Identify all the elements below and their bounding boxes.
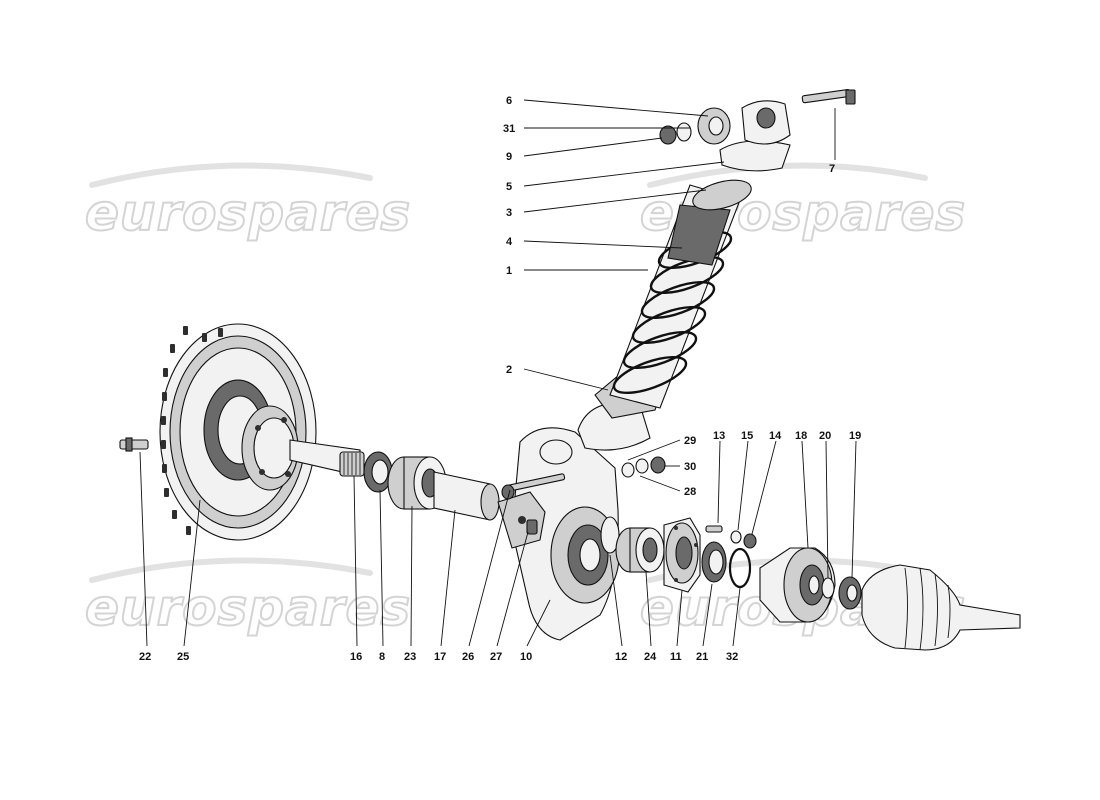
callout-32: 32 [726, 651, 738, 663]
callout-18: 18 [795, 430, 807, 442]
hub-nut-19 [838, 576, 862, 610]
callout-23: 23 [404, 651, 416, 663]
callout-3: 3 [506, 207, 512, 219]
washer-20 [821, 577, 835, 599]
callout-11: 11 [670, 651, 682, 663]
callout-29: 29 [684, 435, 696, 447]
callout-5: 5 [506, 181, 512, 193]
seal [363, 451, 393, 493]
callout-21: 21 [696, 651, 708, 663]
callout-30: 30 [684, 461, 696, 473]
callout-25: 25 [177, 651, 189, 663]
cover-flange [663, 517, 701, 593]
hub-shaft [241, 405, 365, 491]
callout-4: 4 [506, 236, 513, 248]
callout-7: 7 [829, 163, 835, 175]
nut-14 [743, 533, 757, 549]
inner-bearing [615, 527, 665, 573]
callout-28: 28 [684, 486, 696, 498]
callout-26: 26 [462, 651, 474, 663]
oil-seal [701, 541, 727, 583]
spacer-tube [433, 471, 500, 521]
drive-flange [759, 547, 836, 623]
top-bush [697, 107, 731, 145]
callout-17: 17 [434, 651, 446, 663]
callout-22: 22 [139, 651, 151, 663]
wheel-stud [119, 437, 149, 452]
callout-12: 12 [615, 651, 627, 663]
lower-washers [621, 456, 666, 478]
callout-1: 1 [506, 265, 512, 277]
callout-10: 10 [520, 651, 532, 663]
svg-text:eurospares: eurospares [85, 579, 411, 637]
grub-screw [526, 519, 538, 535]
callout-31: 31 [503, 123, 515, 135]
callout-labels: 6 31 9 5 3 4 1 2 7 29 30 28 13 15 14 18 … [139, 95, 861, 663]
top-washer [676, 122, 692, 142]
leader-lines [139, 99, 857, 647]
washer-15 [730, 530, 742, 544]
watermark-bottom-left: eurospares [84, 557, 411, 638]
callout-8: 8 [379, 651, 385, 663]
top-bolt [801, 89, 856, 105]
callout-27: 27 [490, 651, 502, 663]
callout-2: 2 [506, 364, 512, 376]
callout-6: 6 [506, 95, 512, 107]
callout-13: 13 [713, 430, 725, 442]
top-nut [659, 125, 677, 145]
callout-9: 9 [506, 151, 512, 163]
callout-24: 24 [644, 651, 657, 663]
bolt-13 [705, 525, 723, 533]
callout-14: 14 [769, 430, 782, 442]
callout-16: 16 [350, 651, 362, 663]
upright-bolt [501, 473, 566, 500]
watermark-top-left: eurospares [84, 162, 411, 243]
callout-15: 15 [741, 430, 753, 442]
svg-text:eurospares: eurospares [85, 184, 411, 242]
drive-shaft-cv-joint [861, 564, 1021, 651]
circlip [600, 516, 620, 554]
o-ring [728, 547, 752, 589]
shock-absorber-assembly [577, 100, 791, 451]
callout-19: 19 [849, 430, 861, 442]
callout-20: 20 [819, 430, 831, 442]
